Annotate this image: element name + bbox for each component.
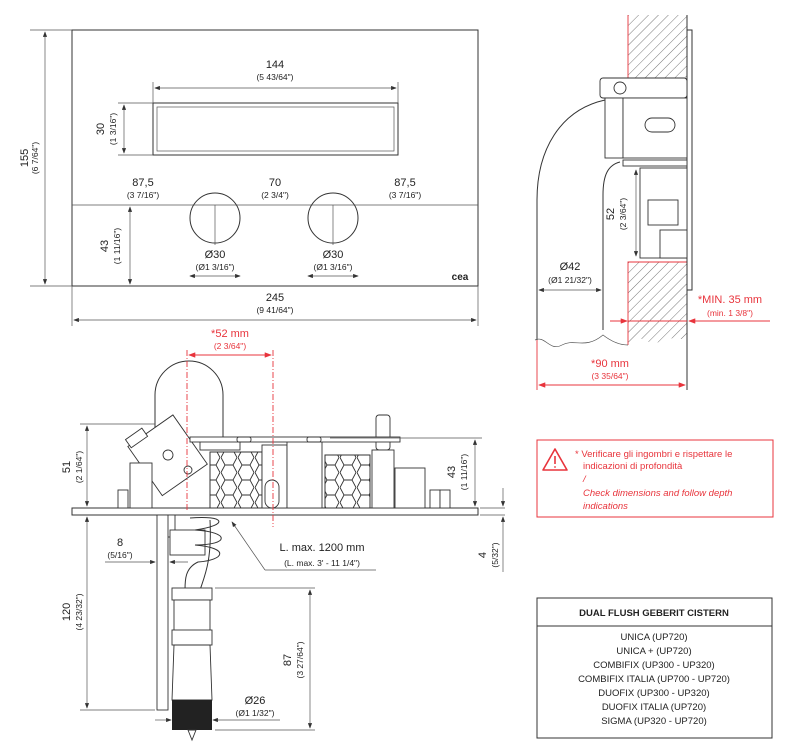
side-view: Ø42 (Ø1 21/32") 52 (2 3/64") *MIN. 35 mm…: [534, 15, 770, 390]
dim-90: *90 mm: [591, 358, 629, 370]
drain-pipe: [536, 99, 606, 340]
dim-min-35: *MIN. 35 mm: [698, 294, 762, 306]
cover-plate: [71, 29, 479, 287]
dim-90-inch: (3 35/64"): [591, 371, 628, 381]
table-row: UNICA + (UP720): [616, 646, 691, 657]
dim-87: 87: [282, 654, 294, 666]
warning-triangle-icon: [542, 448, 568, 471]
dim-4-inch: (5/32"): [490, 542, 500, 567]
dim-144-inch: (5 43/64"): [256, 72, 293, 82]
dim-cable-length: L. max. 1200 mm: [280, 542, 365, 554]
honeycomb-block-left: [209, 451, 263, 509]
table-row: COMBIFIX ITALIA (UP700 - UP720): [578, 674, 730, 685]
dim-offset-52: *52 mm: [211, 328, 249, 340]
dim-52-depth-inch: (2 3/64"): [618, 198, 628, 230]
table-row: UNICA (UP720): [620, 632, 687, 643]
dim-offset-52-inch: (2 3/64"): [214, 341, 246, 351]
dim-8-inch: (5/16"): [107, 550, 132, 560]
pipe-dome: [154, 360, 224, 440]
dim-43: 43: [99, 240, 111, 252]
coiled-cable: [184, 516, 222, 591]
dim-87-5-right: 87,5: [394, 177, 415, 189]
warning-line-3: Check dimensions and follow depth: [583, 488, 732, 499]
honeycomb-block-right: [324, 454, 371, 509]
wall-lower: [628, 262, 687, 345]
dim-43-height-inch: (1 11/16"): [459, 454, 469, 491]
dim-52-depth: 52: [605, 208, 617, 220]
dim-120-inch: (4 23/32"): [74, 593, 84, 630]
dim-30: 30: [95, 123, 107, 135]
dim-43-inch: (1 11/16"): [112, 228, 122, 265]
dim-hole-left-inch: (Ø1 3/16"): [196, 262, 235, 272]
dim-155: 155: [19, 149, 31, 167]
flush-button-bar: [152, 102, 399, 156]
dim-4: 4: [477, 552, 489, 558]
rod: [156, 514, 169, 711]
connector: [171, 587, 213, 601]
mounting-plate: [71, 507, 479, 516]
dim-120: 120: [61, 603, 73, 621]
dim-245-inch: (9 41/64"): [256, 305, 293, 315]
warning-line-1: * Verificare gli ingombri e rispettare l…: [575, 449, 732, 460]
dim-hole-right-inch: (Ø1 3/16"): [314, 262, 353, 272]
dim-hole-left: Ø30: [205, 249, 226, 261]
dim-pipe-diameter-inch: (Ø1 21/32"): [548, 275, 592, 285]
warning-separator: /: [582, 474, 587, 485]
table-row: COMBIFIX (UP300 - UP320): [593, 660, 714, 671]
dim-cable-length-inch: (L. max. 3' - 11 1/4"): [284, 558, 360, 568]
dim-connector-diameter-inch: (Ø1 1/32"): [236, 708, 275, 718]
compatibility-table: DUAL FLUSH GEBERIT CISTERN UNICA (UP720)…: [536, 597, 773, 739]
table-row: DUOFIX (UP300 - UP320): [598, 688, 709, 699]
front-view: cea 155 (6 7/64") 144 (5 43/64") 30 (1 3…: [19, 29, 479, 326]
dim-hole-right: Ø30: [323, 249, 344, 261]
dim-70: 70: [269, 177, 281, 189]
table-header: DUAL FLUSH GEBERIT CISTERN: [579, 608, 729, 619]
dim-min-35-inch: (min. 1 3/8"): [707, 308, 753, 318]
dim-51-inch: (2 1/64"): [74, 451, 84, 483]
dim-pipe-diameter: Ø42: [560, 261, 581, 273]
cover-plate-side: [686, 29, 693, 291]
table-row: DUOFIX ITALIA (UP720): [602, 702, 706, 713]
warning-line-4: indications: [583, 501, 628, 512]
dim-155-inch: (6 7/64"): [30, 142, 40, 174]
brand-logo: cea: [452, 272, 469, 283]
dim-245: 245: [266, 292, 284, 304]
dim-8: 8: [117, 537, 123, 549]
dim-43-height: 43: [446, 466, 458, 478]
table-row: SIGMA (UP320 - UP720): [601, 716, 707, 727]
dim-connector-diameter: Ø26: [245, 695, 266, 707]
dim-30-inch: (1 3/16"): [108, 113, 118, 145]
dim-87-inch: (3 27/64"): [295, 641, 305, 678]
warning-box: * Verificare gli ingombri e rispettare l…: [536, 439, 774, 518]
dim-87-5-left: 87,5: [132, 177, 153, 189]
bottom-view: *52 mm (2 3/64") 51 (2 1/64") 43 (1 11/1…: [61, 328, 506, 742]
dim-70-inch: (2 3/4"): [261, 190, 289, 200]
dim-144: 144: [266, 59, 284, 71]
knurled-nut: [172, 700, 212, 730]
dim-87-5-left-inch: (3 7/16"): [127, 190, 159, 200]
dim-87-5-right-inch: (3 7/16"): [389, 190, 421, 200]
dim-51: 51: [61, 461, 73, 473]
warning-line-2: indicazioni di profondità: [583, 461, 683, 472]
